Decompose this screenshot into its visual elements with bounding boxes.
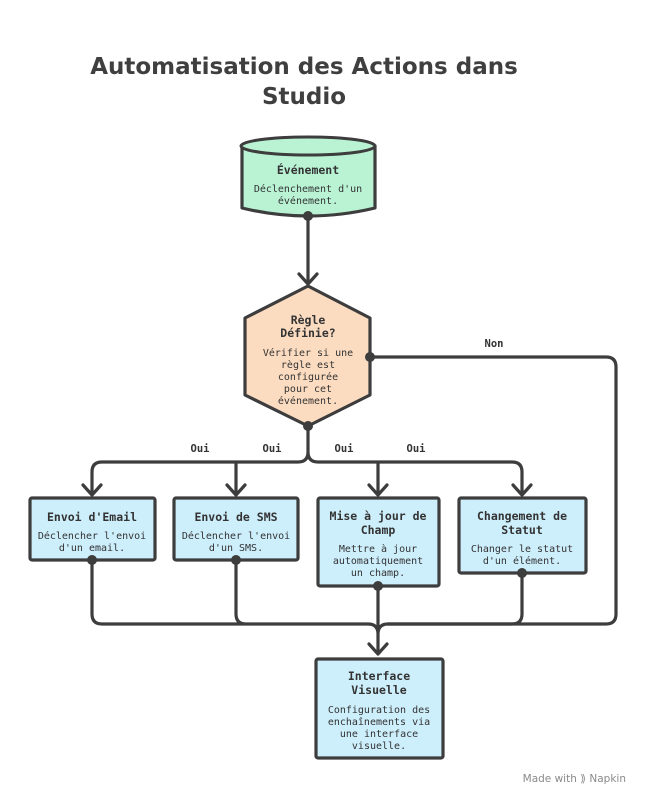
node-sms-desc-2: d'un SMS. [209,543,263,554]
node-sms-desc-1: Déclencher l'envoi [182,530,290,542]
edges [81,214,618,656]
node-field-desc-2: automatiquement [333,556,423,567]
node-ui: Interface Visuelle Configuration des enc… [314,657,445,760]
connector-dot [373,581,383,591]
node-ui-title-1: Interface [348,669,410,683]
node-email-desc-2: d'un email. [59,543,125,554]
node-status-desc-2: d'un élément. [483,555,561,567]
arrowhead-ui [367,642,389,656]
node-email-title: Envoi d'Email [47,510,137,524]
node-field-desc-1: Mettre à jour [339,543,417,555]
connector-dot [303,211,313,221]
node-email: Envoi d'Email Déclencher l'envoi d'un em… [28,496,157,562]
node-sms: Envoi de SMS Déclencher l'envoi d'un SMS… [172,496,300,562]
connector-dot [517,568,527,578]
node-event-desc-1: Déclenchement d'un [254,183,362,195]
edge-rule-actions [90,424,524,495]
node-event-top [239,135,377,157]
node-status-title-2: Statut [501,523,543,537]
edge-label-oui-4: Oui [407,443,426,455]
connector-dots [87,211,527,591]
connector-dot [365,352,375,362]
arrowhead-status [511,483,533,497]
node-email-desc-1: Déclencher l'envoi [38,530,146,542]
node-event: Événement Déclenchement d'un événement. [239,135,377,218]
edge-label-oui-1: Oui [191,443,210,455]
arrowhead-field [367,483,389,497]
node-ui-title-2: Visuelle [351,683,406,697]
edge-label-oui-3: Oui [335,443,354,455]
node-field-title-2: Champ [361,523,396,537]
node-field-desc-3: un champ. [351,568,405,579]
node-rule-title-1: Règle [291,313,326,327]
node-ui-box [314,657,445,760]
arrowhead-rule [297,272,319,286]
connector-dot [231,555,241,565]
node-rule-title-2: Définie? [280,326,335,340]
edge-actions-ui [90,558,524,654]
node-status: Changement de Statut Changer le statut d… [457,496,588,575]
node-event-desc-2: événement. [278,195,338,207]
edge-label-oui-2: Oui [263,443,282,455]
connector-dot [303,421,313,431]
node-field: Mise à jour de Champ Mettre à jour autom… [316,496,441,588]
diagram-title-line1: Automatisation des Actions dans [90,54,518,80]
node-ui-desc-4: visuelle. [352,741,406,752]
node-rule-desc-5: événement. [278,395,338,407]
node-rule-desc-2: règle est [281,359,335,371]
node-sms-title: Envoi de SMS [194,510,277,524]
diagram-title-line2: Studio [262,84,346,110]
node-rule-desc-1: Vérifier si une [263,347,353,359]
node-status-desc-1: Changer le statut [471,544,573,555]
edge-rule-no [368,355,618,626]
node-field-title-1: Mise à jour de [330,509,427,523]
node-rule-desc-3: configurée [278,371,338,383]
node-rule: Règle Définie? Vérifier si une règle est… [243,284,372,428]
arrowhead-email [81,483,103,497]
connector-dot [87,555,97,565]
arrowhead-sms [225,483,247,497]
node-rule-desc-4: pour cet [284,384,332,395]
node-ui-desc-3: une interface [340,729,418,740]
node-ui-desc-1: Configuration des [328,705,430,716]
node-event-fill [242,137,375,215]
edge-label-non: Non [485,338,504,350]
node-event-title: Événement [277,162,339,177]
node-ui-desc-2: enchaînements via [328,716,430,728]
napkin-credit: Made with ⟫ Napkin [522,773,626,785]
node-status-title-1: Changement de [477,509,567,523]
